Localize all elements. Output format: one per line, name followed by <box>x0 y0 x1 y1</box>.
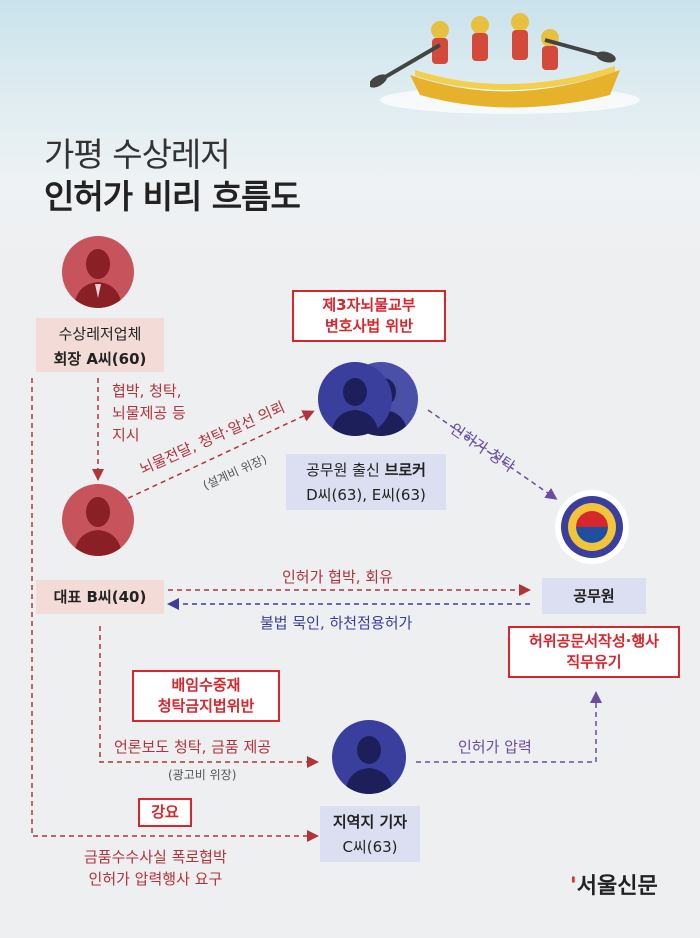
reporter-label: 지역지 기자 C씨(63) <box>320 806 420 862</box>
reporter-line1: 지역지 기자 <box>332 813 408 831</box>
violation-coercion-line1: 강요 <box>151 803 179 821</box>
person-b-line1: 대표 B씨(40) <box>53 588 147 606</box>
brand-mark: ' <box>570 874 577 899</box>
flow-reporter-to-official-label: 인허가 압력 <box>458 738 532 756</box>
person-a-avatar <box>62 236 134 308</box>
title-line1: 가평 수상레저 <box>44 135 231 174</box>
violation-broker-line1: 제3자뇌물교부 <box>322 296 416 314</box>
header-background <box>0 0 700 260</box>
arrow-b-to-reporter <box>99 626 319 768</box>
broker-line2: D씨(63), E씨(63) <box>306 486 426 504</box>
violation-official: 허위공문서작성·행사 직무유기 <box>508 626 680 678</box>
reporter-avatar <box>332 720 406 794</box>
arrow-broker-to-official <box>427 409 558 500</box>
violation-b-reporter-line2: 청탁금지법위반 <box>157 697 255 715</box>
person-b-avatar <box>62 484 134 556</box>
official-emblem <box>555 490 629 564</box>
official-line1: 공무원 <box>573 587 615 605</box>
violation-official-line1: 허위공문서작성·행사 <box>529 632 659 650</box>
violation-official-line2: 직무유기 <box>566 653 622 671</box>
flow-b-to-official-label: 인허가 협박, 회유 <box>282 568 393 586</box>
official-label: 공무원 <box>542 578 646 614</box>
violation-broker: 제3자뇌물교부 변호사법 위반 <box>292 290 446 342</box>
person-a-line1: 수상레저업체 <box>58 325 142 343</box>
reporter-line2: C씨(63) <box>342 838 398 856</box>
violation-coercion: 강요 <box>138 798 192 827</box>
flow-a-to-b-line1: 협박, 청탁, <box>112 382 182 400</box>
person-a-line2: 회장 A씨(60) <box>53 350 147 368</box>
flow-a-to-b-line3: 지시 <box>112 426 140 444</box>
brand-logo: '서울신문 <box>570 868 658 900</box>
flow-a-to-reporter-line2: 인허가 압력행사 요구 <box>88 870 223 888</box>
arrow-reporter-to-official <box>416 691 602 763</box>
broker-line1-prefix: 공무원 출신 <box>306 461 385 479</box>
broker-label: 공무원 출신 브로커 D씨(63), E씨(63) <box>286 454 446 510</box>
title-line2: 인허가 비리 흐름도 <box>44 177 301 216</box>
rafting-illustration <box>370 13 640 114</box>
person-b-label: 대표 B씨(40) <box>36 580 164 614</box>
flow-a-to-b-label: 협박, 청탁, 뇌물제공 등 지시 <box>112 380 186 446</box>
broker-avatar-1 <box>318 362 392 436</box>
flow-a-to-reporter-line1: 금품수수사실 폭로협박 <box>84 848 227 866</box>
flow-a-to-reporter-label: 금품수수사실 폭로협박 인허가 압력행사 요구 <box>84 846 227 890</box>
violation-b-reporter-line1: 배임수중재 <box>171 676 241 694</box>
flow-a-to-b-line2: 뇌물제공 등 <box>112 404 186 422</box>
flow-b-to-reporter-sub: (광고비 위장) <box>168 768 237 782</box>
flow-b-to-reporter-main: 언론보도 청탁, 금품 제공 <box>114 738 272 756</box>
violation-broker-line2: 변호사법 위반 <box>324 317 414 335</box>
broker-line1-bold: 브로커 <box>384 461 426 479</box>
broker-line1: 공무원 출신 브로커 <box>286 459 446 480</box>
flow-official-to-b-label: 불법 묵인, 하천점용허가 <box>260 614 413 632</box>
violation-b-reporter: 배임수중재 청탁금지법위반 <box>132 670 280 722</box>
person-a-label: 수상레저업체 회장 A씨(60) <box>36 318 164 372</box>
brand-name: 서울신문 <box>576 874 658 899</box>
